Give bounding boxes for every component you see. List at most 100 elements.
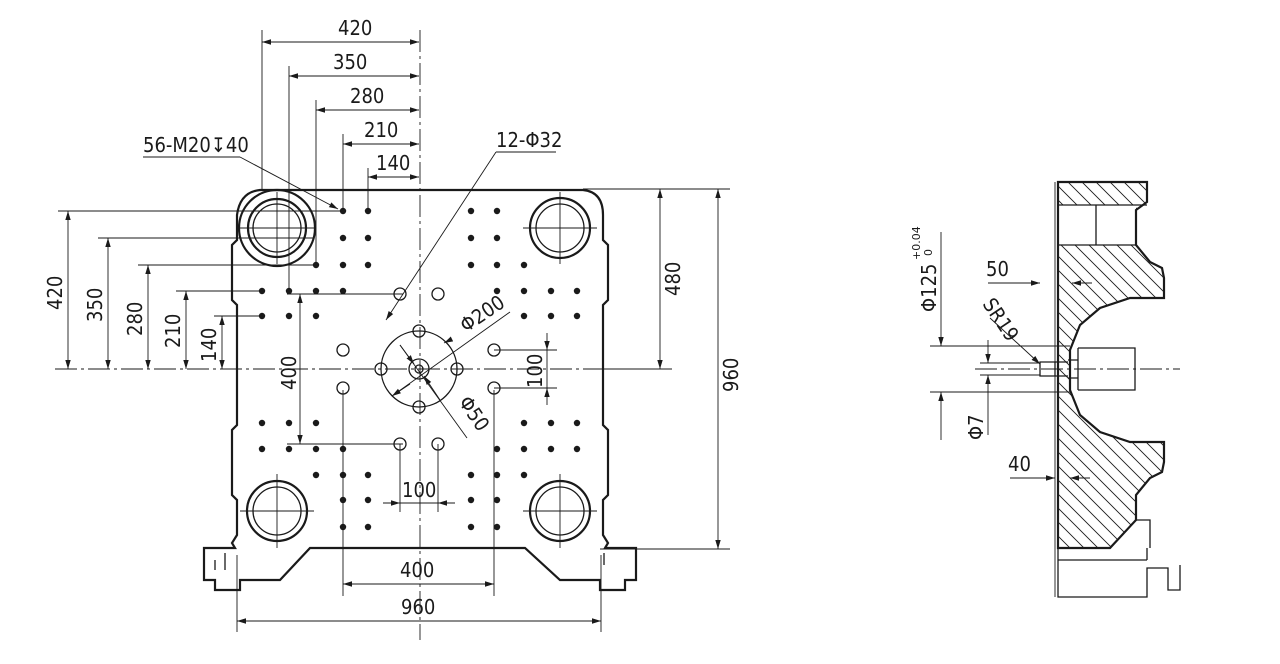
dim-dia-125-tol-lower: 0: [922, 249, 935, 256]
dim-bottom-400: 400: [400, 558, 434, 582]
dim-left-280: 280: [123, 302, 147, 336]
dim-left-210: 210: [161, 314, 185, 348]
tapped-hole: [520, 471, 528, 479]
left-dimensions: 420 350 280 210 140: [43, 210, 340, 369]
dim-bottom-960: 960: [401, 595, 435, 619]
section-body-lines: [1057, 204, 1181, 598]
bottom-dimensions: 400 960: [236, 390, 602, 632]
tapped-hole: [312, 419, 320, 427]
tapped-hole: [493, 523, 501, 531]
hatch-line: [1125, 182, 1164, 548]
tapped-hole: [339, 234, 347, 242]
hatch-line: [1058, 182, 1164, 548]
dim-left-350: 350: [83, 288, 107, 322]
hatch-line: [1182, 170, 1280, 610]
tapped-hole: [364, 234, 372, 242]
tapped-hole: [547, 419, 555, 427]
tapped-hole: [285, 419, 293, 427]
hatch-line: [1238, 170, 1280, 610]
hatch-line: [1058, 182, 1119, 548]
tapped-hole: [285, 312, 293, 320]
through-hole: [450, 362, 464, 376]
tapped-hole: [547, 312, 555, 320]
section-outline: [1056, 180, 1166, 550]
side-view: Φ125 +0.04 0 Φ7 50 SR19 40: [468, 170, 1280, 610]
hatch-line: [608, 170, 1048, 610]
tapped-hole: [467, 471, 475, 479]
dim-dia-125-tol-upper: +0.04: [910, 226, 923, 260]
tapped-hole: [285, 445, 293, 453]
tapped-hole: [467, 207, 475, 215]
dim-inner-v100: 100: [523, 354, 547, 388]
dim-left-420: 420: [43, 276, 67, 310]
hatch-line: [1058, 182, 1164, 548]
tapped-hole: [467, 234, 475, 242]
tapped-hole: [493, 496, 501, 504]
tapped-hole: [573, 445, 581, 453]
tapped-hole: [573, 287, 581, 295]
tapped-hole: [493, 287, 501, 295]
through-hole: [412, 324, 426, 338]
tapped-hole: [258, 312, 266, 320]
tapped-holes-note: 56-M20↧40: [143, 133, 339, 210]
tapped-hole: [467, 496, 475, 504]
hatch-line: [1266, 170, 1280, 610]
dim-sr19: SR19: [978, 293, 1024, 345]
dim-top-280: 280: [350, 84, 384, 108]
hatch-line: [1058, 182, 1091, 548]
dim-top-140: 140: [376, 151, 410, 175]
dim-left-140: 140: [197, 328, 221, 362]
locating-ring: [380, 330, 458, 408]
hatch-line: [1111, 182, 1164, 548]
tapped-hole: [520, 312, 528, 320]
through-hole: [374, 362, 388, 376]
hatch-line: [1153, 182, 1164, 548]
tapped-hole: [312, 471, 320, 479]
hatch-line: [468, 170, 908, 610]
tapped-hole: [493, 471, 501, 479]
hatch-line: [1058, 182, 1164, 548]
hatch-line: [1058, 182, 1164, 548]
hatch-line: [580, 170, 1020, 610]
hatch-line: [1168, 170, 1280, 610]
dim-inner-400: 400: [277, 356, 301, 390]
tapped-hole: [364, 496, 372, 504]
dim-right-960: 960: [719, 358, 743, 392]
hatch-line: [1058, 182, 1164, 548]
tapped-hole: [285, 287, 293, 295]
dim-top-210: 210: [364, 118, 398, 142]
tapped-hole: [467, 261, 475, 269]
dim-dia-125: Φ125: [917, 264, 941, 313]
tapped-hole: [493, 261, 501, 269]
hatch-line: [1058, 182, 1164, 548]
hatch-line: [1058, 182, 1164, 548]
hatch-line: [1252, 170, 1280, 610]
front-view: 420 350 280 210 140 420 350 280 210 140 …: [43, 16, 743, 640]
tapped-hole: [547, 287, 555, 295]
tapped-hole: [493, 445, 501, 453]
tapped-hole: [364, 261, 372, 269]
through-hole: [336, 343, 350, 357]
through-hole: [431, 287, 445, 301]
tapped-hole: [312, 287, 320, 295]
tapped-hole: [573, 419, 581, 427]
dim-right-480: 480: [661, 262, 685, 296]
hatch-line: [1058, 182, 1077, 548]
hatch-line: [1058, 182, 1063, 548]
hatch-line: [1210, 170, 1280, 610]
tapped-hole: [258, 287, 266, 295]
tapped-hole: [258, 419, 266, 427]
tapped-hole: [364, 471, 372, 479]
hatch-line: [1224, 170, 1280, 610]
tapped-hole: [467, 523, 475, 531]
hatch-line: [496, 170, 936, 610]
dim-dia-7: Φ7: [964, 414, 988, 440]
tapped-hole: [493, 234, 501, 242]
platen-outline: [202, 188, 638, 592]
tapped-hole: [520, 445, 528, 453]
tapped-hole: [493, 207, 501, 215]
dim-dia-200: Φ200: [455, 290, 509, 337]
section-hatching: [468, 170, 1280, 610]
